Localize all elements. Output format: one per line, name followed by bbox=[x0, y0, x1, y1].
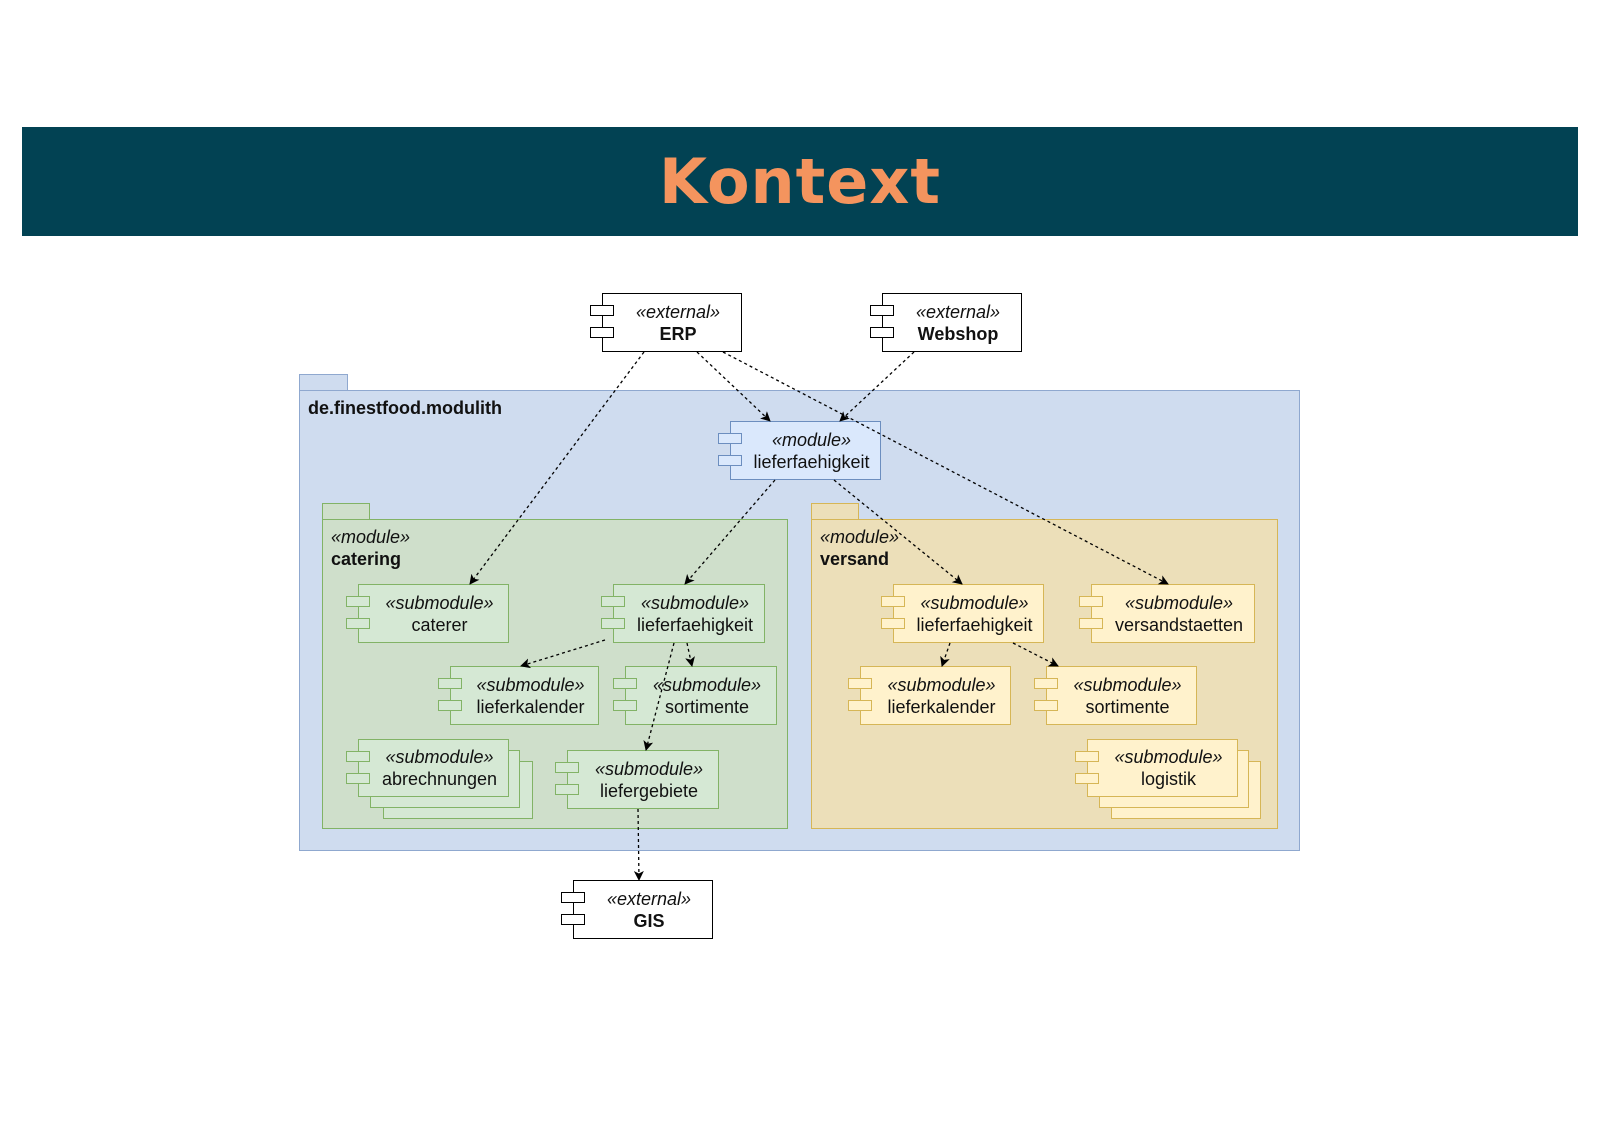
component-port-icon bbox=[601, 618, 625, 629]
root-package-tab bbox=[299, 374, 348, 392]
root-package-name: de.finestfood.modulith bbox=[308, 398, 502, 418]
component-port-icon bbox=[346, 618, 370, 629]
component-port-icon bbox=[881, 596, 905, 607]
external-gis: «external» GIS bbox=[561, 880, 713, 939]
catering-stereotype: «module» bbox=[331, 527, 411, 547]
component-port-icon bbox=[601, 596, 625, 607]
component-port-icon bbox=[346, 773, 370, 784]
versand-logistik: «submodule» logistik bbox=[1075, 739, 1238, 797]
component-port-icon bbox=[613, 700, 637, 711]
versand-lieferfaehigkeit: «submodule» lieferfaehigkeit bbox=[881, 584, 1044, 643]
component-port-icon bbox=[438, 678, 462, 689]
component-port-icon bbox=[590, 305, 614, 316]
component-port-icon bbox=[881, 618, 905, 629]
catering-sortimente: «submodule» sortimente bbox=[613, 666, 777, 725]
versand-versandstaetten: «submodule» versandstaetten bbox=[1079, 584, 1255, 643]
component-port-icon bbox=[848, 678, 872, 689]
catering-caterer: «submodule» caterer bbox=[346, 584, 509, 643]
component-port-icon bbox=[870, 305, 894, 316]
module-lieferfaehigkeit: «module» lieferfaehigkeit bbox=[718, 421, 881, 480]
catering-lieferfaehigkeit: «submodule» lieferfaehigkeit bbox=[601, 584, 765, 643]
component-port-icon bbox=[613, 678, 637, 689]
page-title: Kontext bbox=[658, 145, 941, 218]
external-erp: «external» ERP bbox=[590, 293, 742, 352]
catering-name: catering bbox=[331, 549, 402, 569]
external-webshop: «external» Webshop bbox=[870, 293, 1022, 352]
component-port-icon bbox=[1079, 618, 1103, 629]
component-port-icon bbox=[1075, 773, 1099, 784]
versand-name: versand bbox=[820, 549, 890, 569]
component-port-icon bbox=[555, 762, 579, 773]
component-port-icon bbox=[346, 596, 370, 607]
versand-sortimente: «submodule» sortimente bbox=[1034, 666, 1197, 725]
versand-stereotype: «module» bbox=[820, 527, 900, 547]
component-port-icon bbox=[718, 455, 742, 466]
catering-abrechnungen: «submodule» abrechnungen bbox=[346, 739, 509, 797]
component-port-icon bbox=[870, 327, 894, 338]
component-port-icon bbox=[718, 433, 742, 444]
component-port-icon bbox=[555, 784, 579, 795]
component-port-icon bbox=[1034, 700, 1058, 711]
component-port-icon bbox=[848, 700, 872, 711]
catering-lieferkalender: «submodule» lieferkalender bbox=[438, 666, 599, 725]
component-port-icon bbox=[346, 751, 370, 762]
catering-liefergebiete: «submodule» liefergebiete bbox=[555, 750, 719, 809]
component-port-icon bbox=[1075, 751, 1099, 762]
component-port-icon bbox=[561, 892, 585, 903]
component-port-icon bbox=[438, 700, 462, 711]
versand-package-tab bbox=[811, 503, 859, 520]
component-port-icon bbox=[1079, 596, 1103, 607]
component-port-icon bbox=[561, 914, 585, 925]
component-port-icon bbox=[590, 327, 614, 338]
catering-package-tab bbox=[322, 503, 370, 520]
component-port-icon bbox=[1034, 678, 1058, 689]
versand-lieferkalender: «submodule» lieferkalender bbox=[848, 666, 1011, 725]
title-banner: Kontext bbox=[22, 127, 1578, 236]
